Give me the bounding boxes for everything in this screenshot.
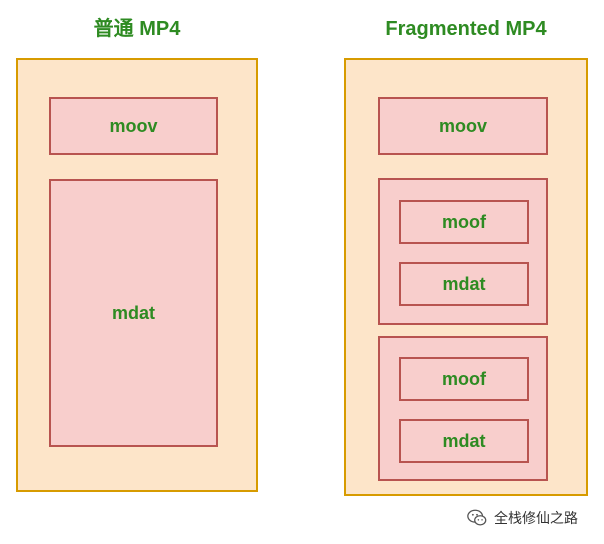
regular-mp4-title: 普通 MP4 <box>93 18 181 40</box>
wechat-icon <box>467 509 487 526</box>
watermark: 全栈修仙之路 <box>466 506 578 530</box>
regular-moov-box: moov <box>49 97 218 155</box>
fragmented-moov-box: moov <box>378 97 548 155</box>
fragment-moof-box: moof <box>399 357 529 401</box>
regular-mdat-box: mdat <box>49 179 218 447</box>
fragment-moof-box: moof <box>399 200 529 244</box>
fragment-group: moof mdat <box>378 178 548 325</box>
regular-mp4-container: moov mdat <box>16 58 258 492</box>
fragmented-mp4-container: moov moof mdat moof mdat <box>344 58 588 496</box>
fragment-mdat-box: mdat <box>399 262 529 306</box>
fragmented-mp4-title: Fragmented MP4 <box>385 18 547 40</box>
fragment-group: moof mdat <box>378 336 548 481</box>
fragment-mdat-box: mdat <box>399 419 529 463</box>
watermark-text: 全栈修仙之路 <box>494 511 578 527</box>
